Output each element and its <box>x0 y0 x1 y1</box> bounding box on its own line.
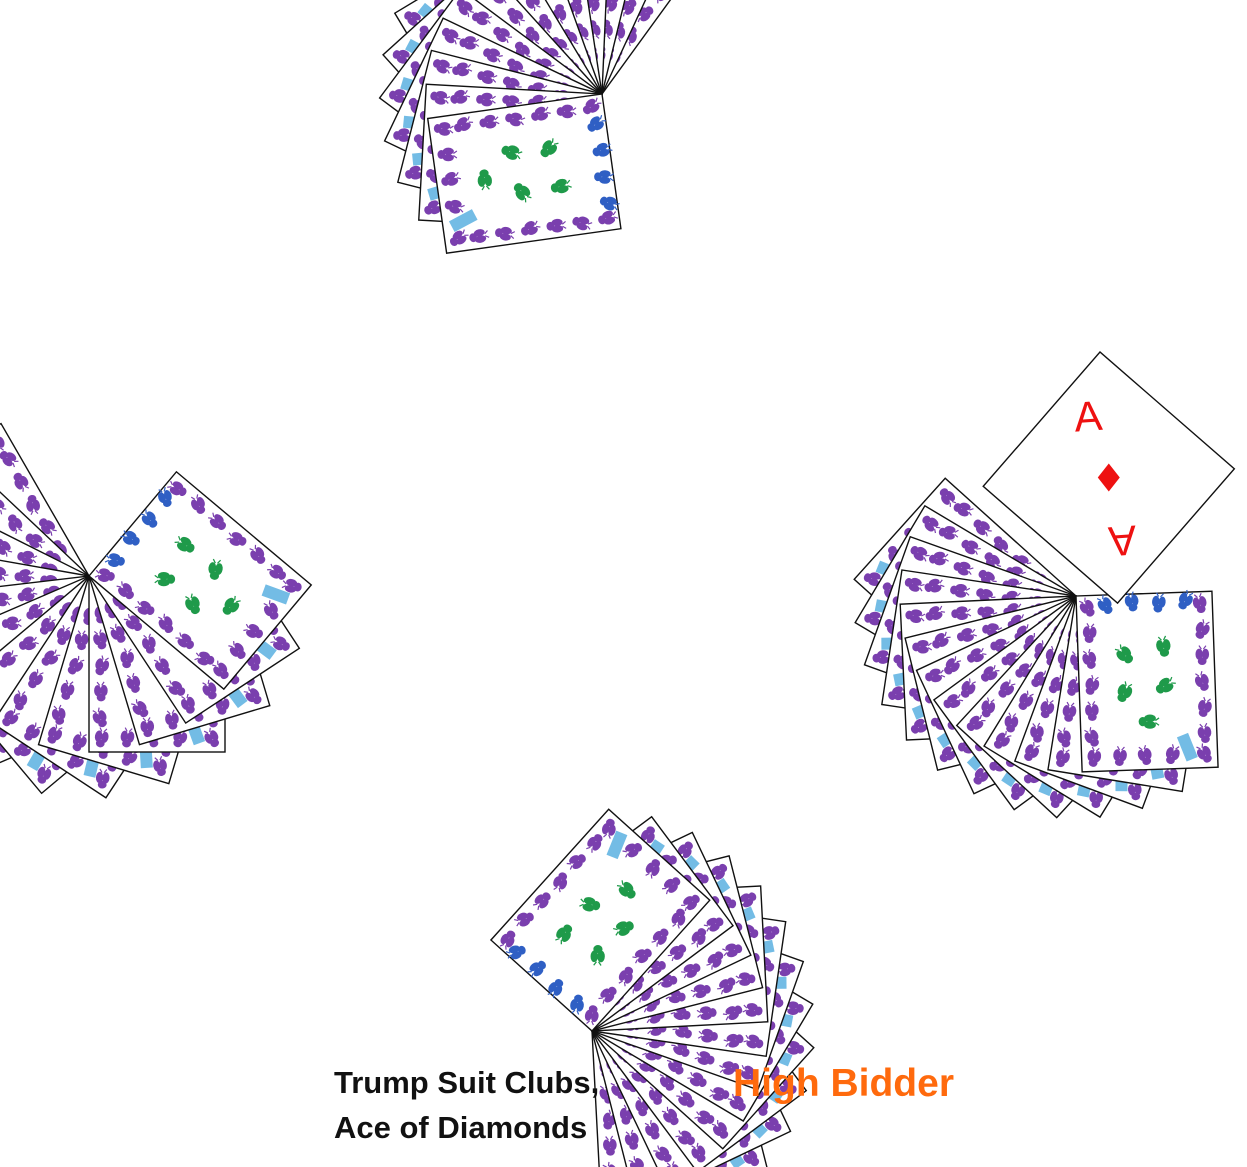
face-up-card[interactable]: AA <box>982 351 1236 605</box>
south-card-back[interactable] <box>488 808 711 1034</box>
card-back-pattern-icon <box>433 97 620 246</box>
hand-west <box>0 422 313 799</box>
hand-north <box>378 0 707 254</box>
high-bidder-label: High Bidder <box>733 1062 954 1105</box>
trump-suit-label-line-2: Ace of Diamonds <box>334 1110 588 1145</box>
card-rank-top: A <box>1072 392 1103 441</box>
card-back-pattern-icon <box>499 818 700 1026</box>
diamond-suit-icon <box>1097 463 1120 492</box>
card-back-pattern-icon <box>1078 589 1212 767</box>
west-card-back[interactable] <box>86 469 313 691</box>
east-card-back[interactable] <box>1075 587 1219 773</box>
hand-south <box>488 808 815 1167</box>
card-rank-bottom: A <box>1107 516 1138 565</box>
card-back-pattern-icon <box>94 480 302 680</box>
trump-suit-label-line-1: Trump Suit Clubs, <box>334 1065 600 1100</box>
north-card-back[interactable] <box>426 93 625 254</box>
hand-east <box>853 477 1219 819</box>
